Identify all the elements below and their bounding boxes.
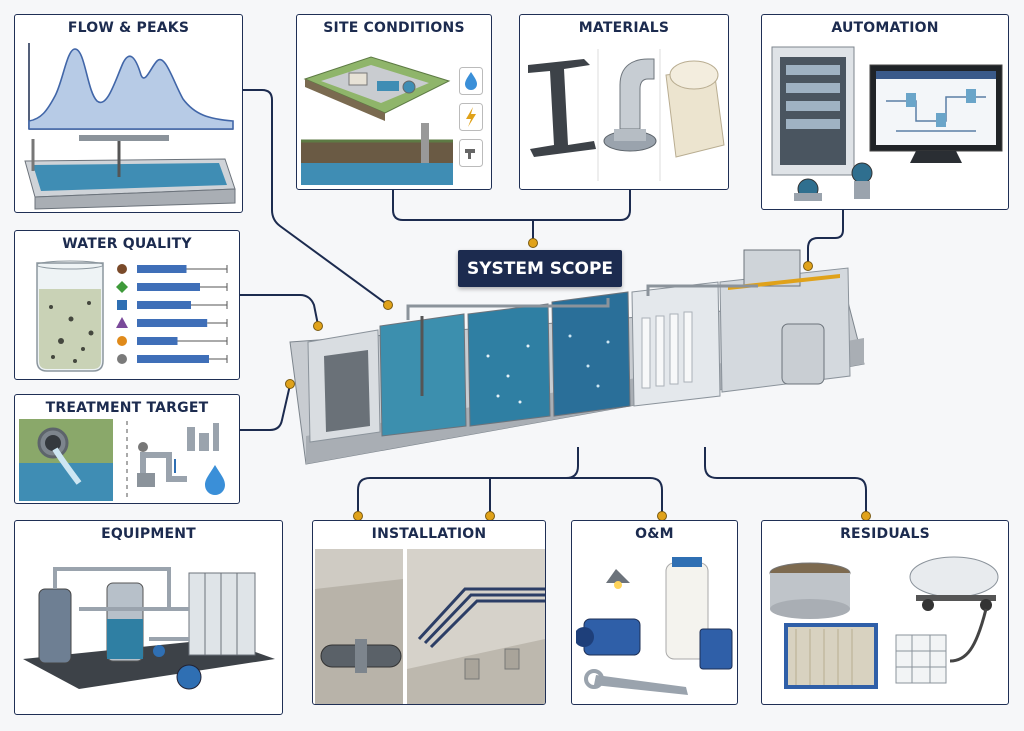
parameter-bar [137,265,187,273]
parameter-bar [137,319,208,327]
panel-title: FLOW & PEAKS [67,20,190,36]
panel-equipment: EQUIPMENT [14,520,283,715]
parameter-bar [137,301,191,309]
panel-materials: MATERIALS [519,14,729,190]
panel-automation: AUTOMATION [761,14,1009,210]
connector-flow [243,89,389,306]
panel-site-conditions: SITE CONDITIONS [296,14,492,190]
connector-quality [240,294,319,326]
panel-flow-peaks: FLOW & PEAKS [14,14,243,213]
installation-illustration [315,549,545,704]
faucet-icon [459,139,483,167]
panel-residuals: RESIDUALS [761,520,1009,705]
om-illustration [576,557,733,695]
parameter-marker [117,336,127,346]
panel-title: AUTOMATION [831,20,939,36]
panel-title: TREATMENT TARGET [45,400,209,416]
equipment-skid-illustration [23,567,275,690]
parameter-bar [137,355,209,363]
panel-title: EQUIPMENT [101,526,196,542]
panel-title: WATER QUALITY [62,236,192,252]
parameter-marker [116,317,128,328]
connector-dot [383,300,393,310]
water-quality-parameter-list [116,264,228,364]
connector-bottom [357,447,663,515]
parameter-marker [117,264,127,274]
connector-treatment [240,384,291,431]
connector-site-materials [392,190,631,221]
connector-dot [285,379,295,389]
panel-title: RESIDUALS [840,526,930,542]
panel-installation: INSTALLATION [312,520,546,705]
panel-treatment-target: TREATMENT TARGET [14,394,240,504]
connector-dot [528,238,538,248]
panel-water-quality: WATER QUALITY [14,230,240,380]
automation-illustration [771,46,1003,201]
connector-residuals [704,447,867,515]
lightning-icon [459,103,483,131]
residuals-illustration [769,556,999,689]
flow-basin-illustration [24,135,236,210]
site-icon-column [459,67,483,167]
panel-title: MATERIALS [578,20,670,36]
treatment-plant-cutaway [289,249,865,465]
parameter-marker [117,300,127,310]
site-plan-illustration [301,56,453,185]
connector-automation [807,210,844,265]
connector-dot [803,261,813,271]
system-scope-label: SYSTEM SCOPE [458,250,622,287]
flow-hydrograph [28,43,234,130]
panel-title: SITE CONDITIONS [323,20,465,36]
water-drop-icon [459,67,483,95]
panel-title: O&M [635,526,674,542]
parameter-marker [116,281,128,293]
water-sample-beaker [36,260,104,372]
parameter-bar [137,283,200,291]
panel-om: O&M [571,520,738,705]
materials-illustration [528,49,725,181]
panel-title: INSTALLATION [371,526,487,542]
parameter-bar [137,337,178,345]
treatment-target-illustration [19,419,225,501]
parameter-marker [117,354,127,364]
connector-dot [313,321,323,331]
